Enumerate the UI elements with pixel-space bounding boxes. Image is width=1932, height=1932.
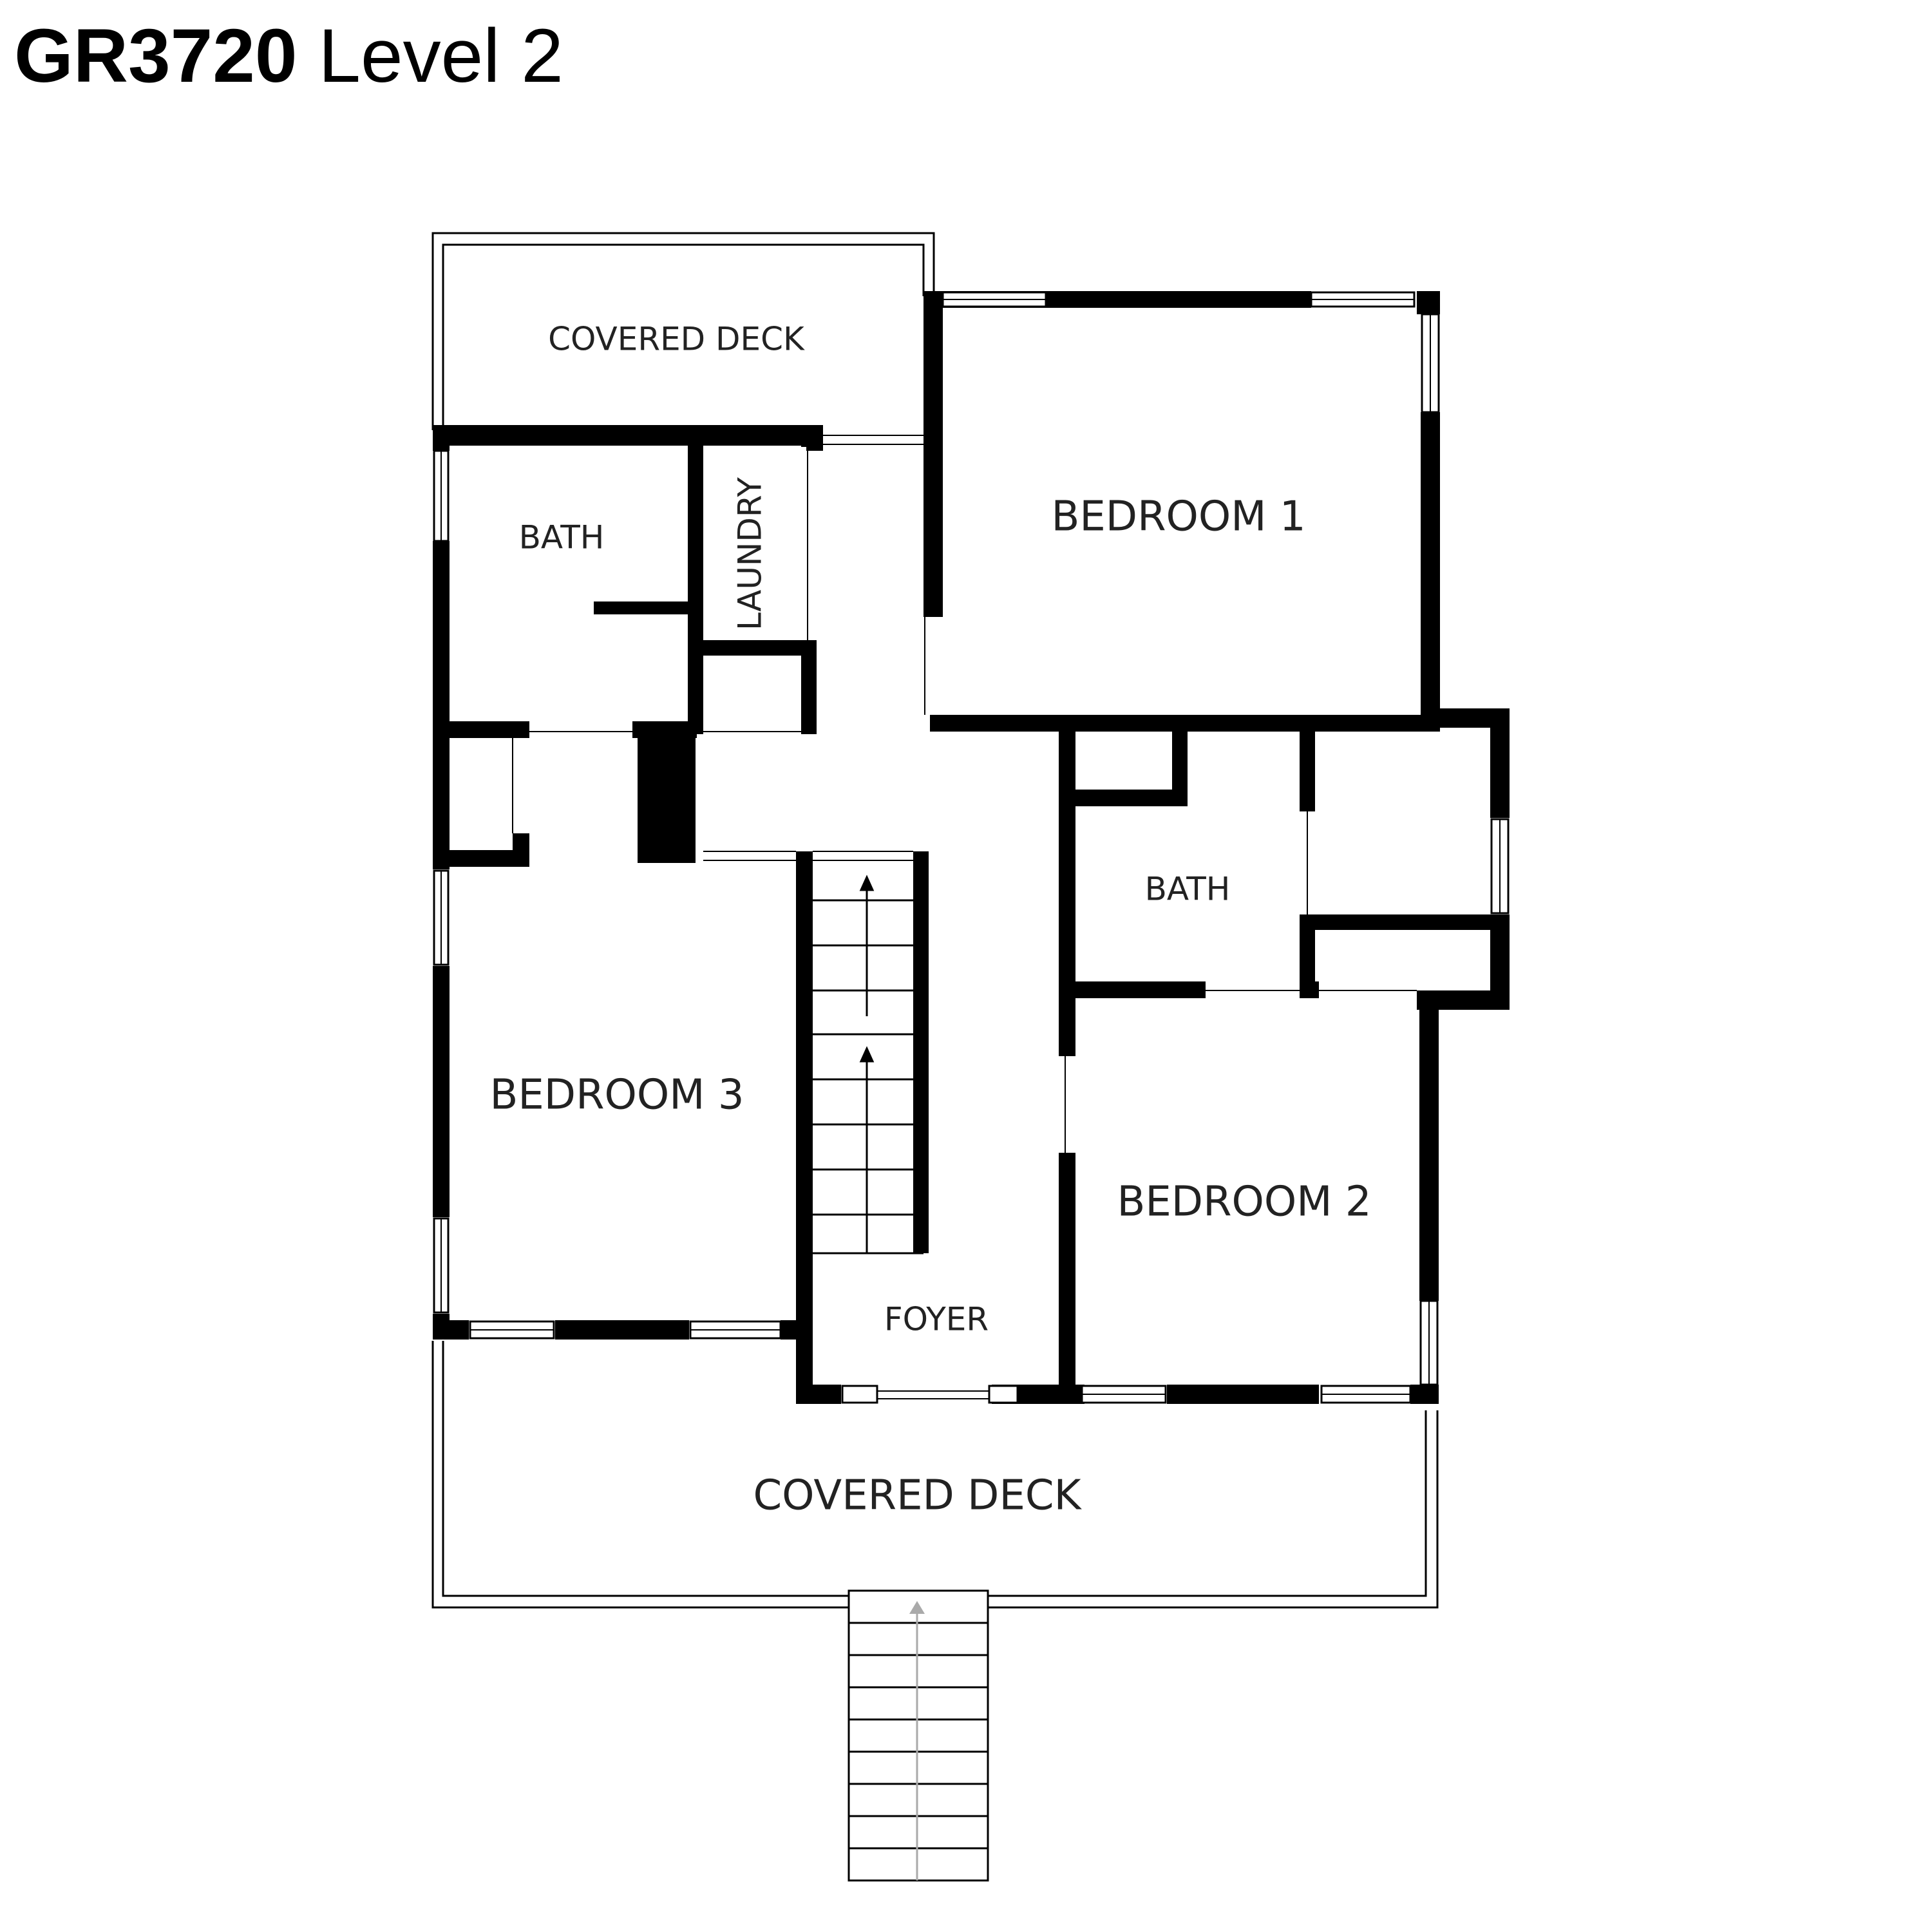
room-label-bedroom-3: BEDROOM 3 — [489, 1072, 744, 1119]
plan-code: GR3720 — [14, 14, 298, 99]
top-deck-outline — [431, 232, 935, 430]
room-label-laundry: LAUNDRY — [732, 477, 769, 630]
exterior-stairs-arrow — [909, 1601, 925, 1880]
windows — [433, 291, 1510, 1404]
room-label-bath-right: BATH — [1145, 871, 1231, 908]
bottom-deck-outline — [431, 1341, 1439, 1609]
window-mullions — [440, 299, 1501, 1395]
plan-title: GR3720 Level 2 — [14, 18, 564, 94]
room-label-bedroom-1: BEDROOM 1 — [1051, 493, 1305, 541]
plan-level: Level 2 — [318, 14, 564, 99]
door-openings — [512, 435, 1417, 1399]
room-label-bath-left: BATH — [519, 519, 605, 556]
exterior-stairs — [848, 1589, 989, 1882]
interior-stairs — [813, 899, 923, 1255]
room-label-bedroom-2: BEDROOM 2 — [1117, 1179, 1371, 1226]
walls — [433, 291, 1510, 1404]
room-label-foyer: FOYER — [884, 1301, 989, 1338]
room-label-covered-deck-top: COVERED DECK — [548, 321, 805, 358]
interior-stairs-arrows — [859, 875, 875, 1253]
room-label-covered-deck-bottom: COVERED DECK — [753, 1472, 1082, 1520]
